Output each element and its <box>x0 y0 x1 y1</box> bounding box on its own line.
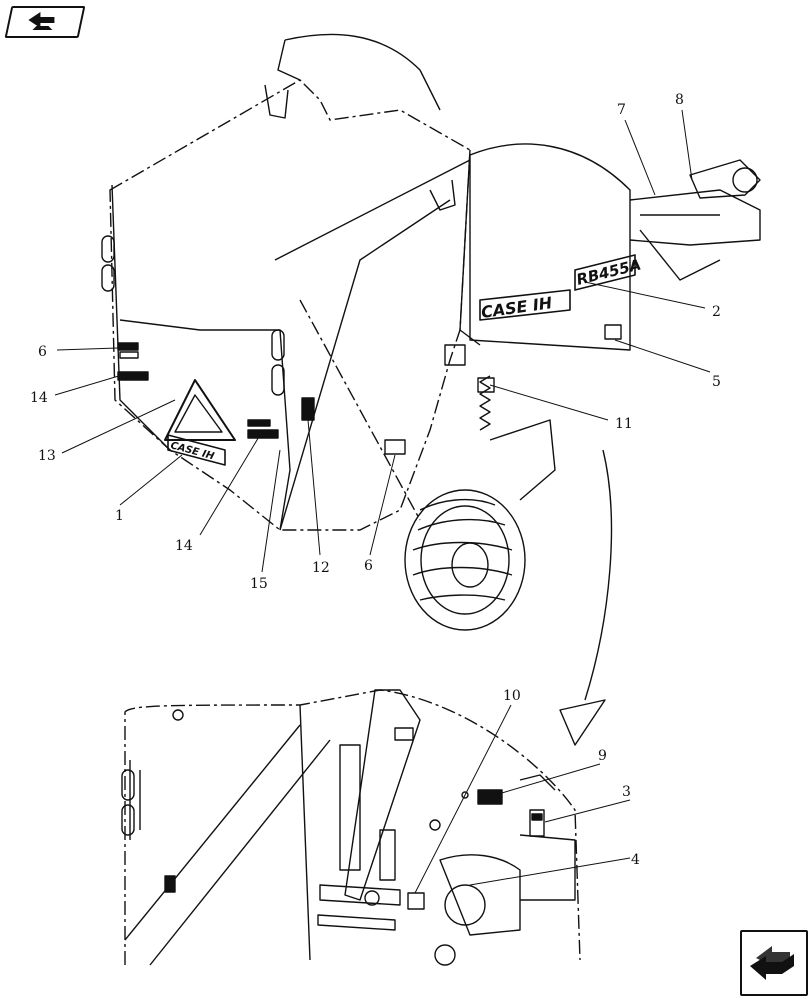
callout-9: 9 <box>598 748 607 764</box>
callout-15: 15 <box>250 576 268 592</box>
callout-2: 2 <box>712 304 721 320</box>
callout-14-upper: 14 <box>30 390 48 406</box>
callout-11: 11 <box>615 416 633 432</box>
baler-illustration <box>101 33 761 631</box>
next-page-button[interactable] <box>740 930 808 996</box>
callout-1: 1 <box>115 508 124 524</box>
callout-12: 12 <box>312 560 330 576</box>
model-decal: RB455A <box>575 255 643 288</box>
callout-13: 13 <box>38 448 56 464</box>
previous-page-icon <box>28 12 55 30</box>
callout-4: 4 <box>631 852 640 868</box>
callout-6-left: 6 <box>38 344 47 360</box>
brand-logo-side: CASE IH <box>480 293 554 322</box>
callout-6-lower: 6 <box>364 558 373 574</box>
callout-10: 10 <box>503 688 521 704</box>
detail-illustration <box>121 689 581 966</box>
callout-5: 5 <box>712 374 721 390</box>
previous-page-button[interactable] <box>4 6 86 38</box>
callout-3: 3 <box>622 784 631 800</box>
next-page-icon <box>750 946 794 980</box>
callout-14-lower: 14 <box>175 538 193 554</box>
callout-7: 7 <box>617 102 626 118</box>
callout-8: 8 <box>675 92 684 108</box>
